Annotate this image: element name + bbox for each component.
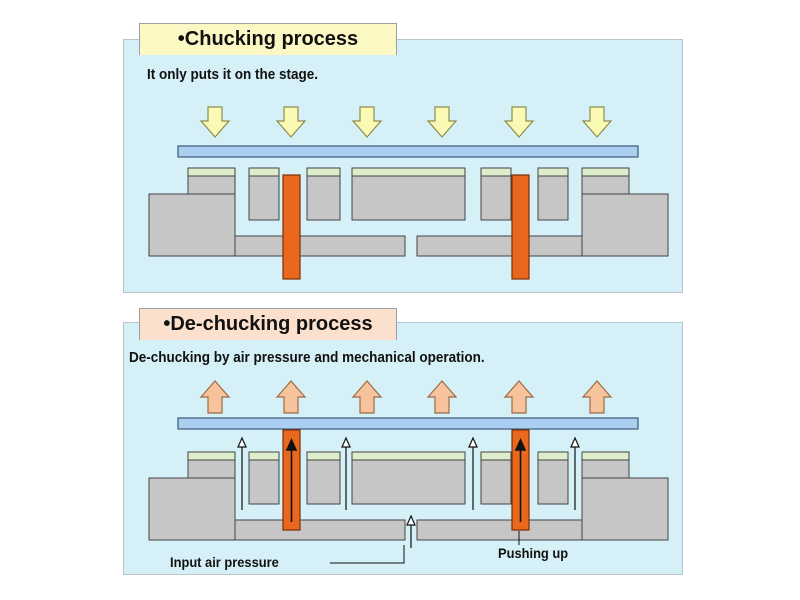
air-flow-arrows [237,436,580,548]
pads [187,167,630,177]
pin-push-arrows [285,438,527,522]
up-arrow [275,380,307,414]
leader-lines [330,531,520,564]
stage [148,459,669,541]
down-arrow [199,106,231,138]
down-arrow [581,106,613,138]
lift-pin-right [511,174,530,280]
dechucking-title: •De-chucking process [139,308,397,340]
down-arrow [426,106,458,138]
chucking-title: •Chucking process [139,23,397,55]
down-arrows [199,106,613,138]
up-arrow [503,380,535,414]
chucking-diagram [148,106,669,280]
air-pressure-label: Input air pressure [170,554,279,570]
wafer [177,417,639,430]
lift-pin-left [282,174,301,280]
up-arrows [199,380,613,414]
wafer [177,145,639,158]
up-arrow [351,380,383,414]
pads [187,451,630,461]
dechucking-description: De-chucking by air pressure and mechanic… [129,349,485,366]
up-arrow [426,380,458,414]
stage [148,175,669,257]
down-arrow [275,106,307,138]
pushing-up-label: Pushing up [498,545,569,561]
up-arrow [581,380,613,414]
chucking-description: It only puts it on the stage. [147,66,319,83]
dechucking-diagram [148,380,669,564]
down-arrow [351,106,383,138]
up-arrow [199,380,231,414]
down-arrow [503,106,535,138]
